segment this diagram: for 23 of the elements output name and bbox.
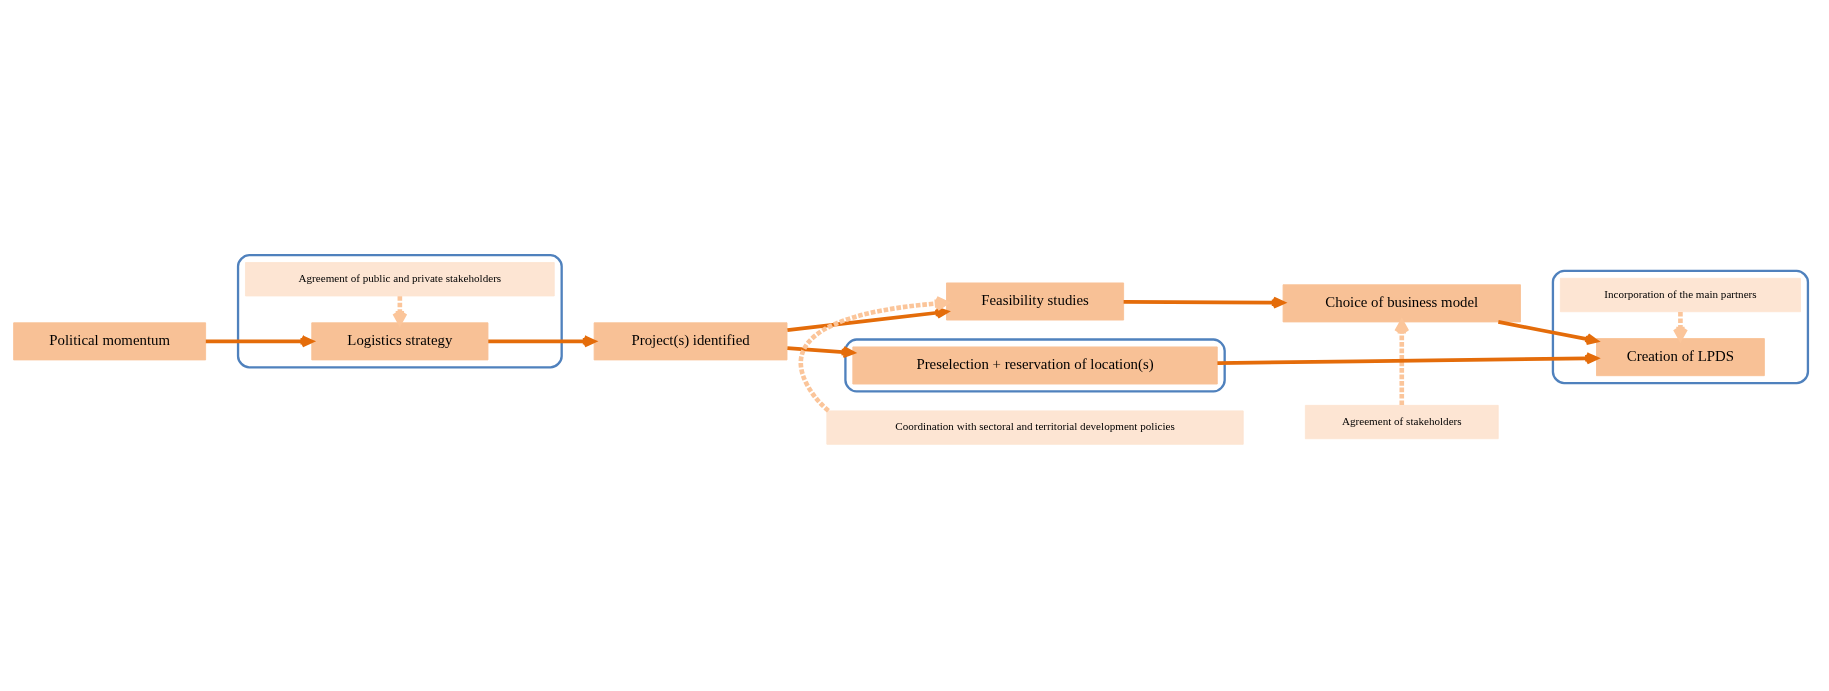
node-box: Feasibility studies	[946, 282, 1125, 320]
arrow	[1498, 319, 1599, 345]
arrow	[488, 334, 596, 347]
cluster	[236, 253, 563, 368]
arrow	[1123, 296, 1285, 309]
node-box: Creation of LPDS	[1596, 337, 1765, 376]
cluster	[1551, 269, 1810, 384]
cluster	[844, 337, 1226, 393]
node-box: Preselection + reservation of location(s)	[852, 345, 1218, 384]
node-box: Agreement of public and private stakeholders	[245, 261, 555, 296]
node-box: Agreement of stakeholders	[1304, 404, 1499, 439]
node-box: Political momentum	[13, 321, 207, 360]
arrow	[787, 345, 855, 358]
arrow	[1672, 311, 1688, 341]
arrow	[205, 334, 314, 347]
node-box: Coordination with sectoral and territorial development policies	[826, 409, 1244, 445]
arrow	[392, 295, 408, 325]
node-box: Project(s) identified	[593, 321, 788, 360]
node-box: Choice of business model	[1282, 283, 1521, 322]
node-box: Logistics strategy	[311, 321, 489, 360]
node-box: Incorporation of the main partners	[1559, 277, 1801, 312]
arrow	[1394, 319, 1410, 405]
arrow	[1217, 351, 1599, 365]
